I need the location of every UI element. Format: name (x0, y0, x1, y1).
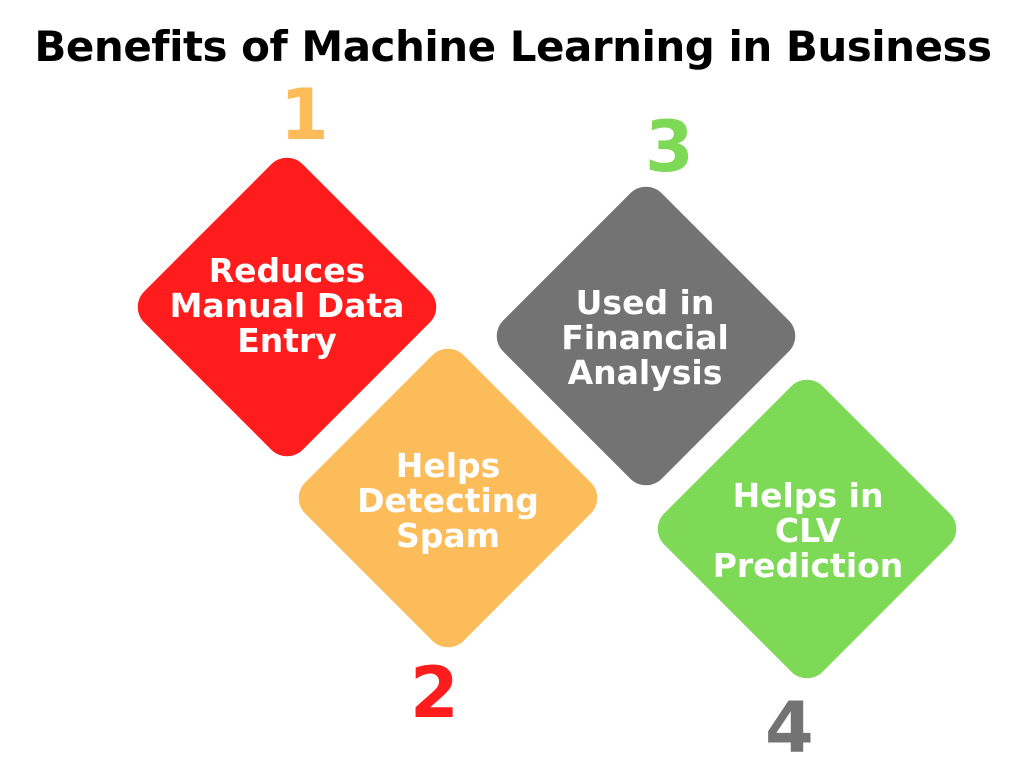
benefit-4-line-2: CLV (774, 511, 842, 550)
benefit-1-label: Reduces Manual Data Entry (157, 253, 417, 358)
benefit-3-line-2: Financial (561, 318, 729, 357)
benefit-2-line-2: Detecting (357, 481, 539, 520)
step-number-4: 4 (765, 687, 814, 768)
step-number-1: 1 (280, 74, 329, 156)
benefit-1-line-2: Manual Data (169, 286, 405, 325)
benefit-3-line-3: Analysis (567, 353, 723, 392)
page-title: Benefits of Machine Learning in Business (34, 22, 992, 71)
benefit-4-line-1: Helps in (732, 476, 884, 515)
benefit-2-line-1: Helps (395, 446, 501, 485)
benefit-2-label: Helps Detecting Spam (318, 448, 578, 553)
benefit-4-line-3: Prediction (712, 546, 904, 585)
step-number-3: 3 (645, 106, 694, 188)
benefit-3-line-1: Used in (575, 283, 715, 322)
benefit-1-line-3: Entry (237, 321, 337, 360)
benefit-4-label: Helps in CLV Prediction (678, 478, 938, 583)
benefit-1-line-1: Reduces (208, 251, 366, 290)
benefit-2-line-3: Spam (395, 516, 501, 555)
step-number-2: 2 (410, 652, 459, 734)
benefit-3-label: Used in Financial Analysis (515, 285, 775, 390)
